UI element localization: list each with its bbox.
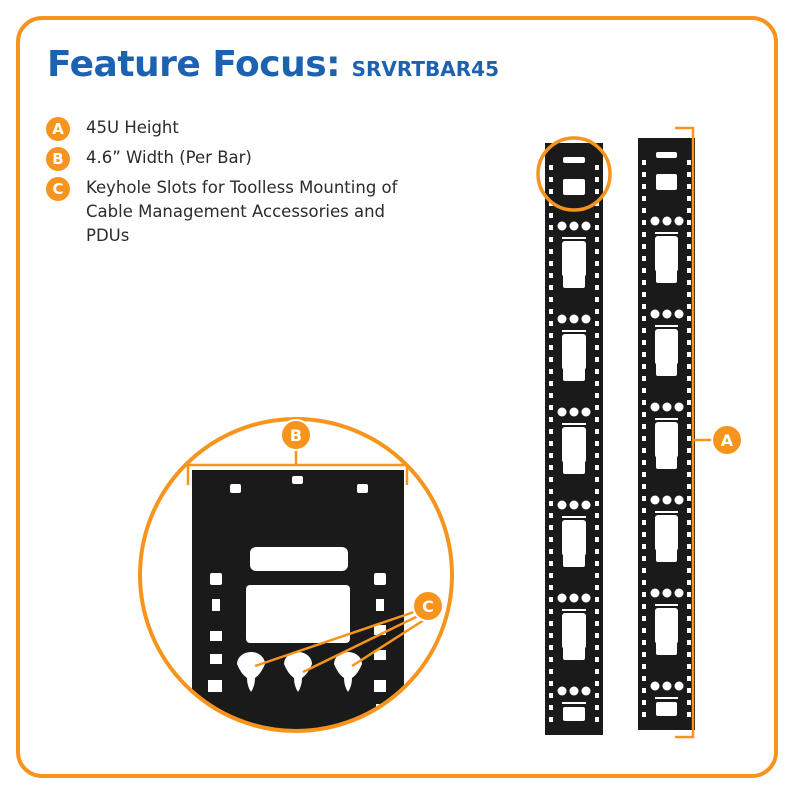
zoom-source-circle [536, 136, 612, 212]
title-main: Feature Focus: [47, 44, 341, 85]
feature-item-keyhole: C Keyhole Slots for Toolless Mounting of… [46, 176, 406, 248]
badge-b: B [46, 147, 70, 171]
page-title: Feature Focus: SRVRTBAR45 [47, 44, 499, 85]
feature-text: 4.6” Width (Per Bar) [86, 148, 252, 167]
zoom-detail [138, 417, 454, 733]
vertical-bar-right [638, 138, 695, 730]
callout-b-icon: B [280, 419, 312, 451]
feature-item-width: B 4.6” Width (Per Bar) [46, 146, 406, 171]
badge-a: A [46, 117, 70, 141]
callout-c-label: C [422, 597, 434, 616]
keyhole-pointer-lines [254, 610, 425, 674]
callout-a-label: A [721, 431, 734, 450]
orange-frame [16, 16, 778, 778]
badge-c: C [46, 177, 70, 201]
callout-c-icon: C [412, 590, 444, 622]
callout-b-label: B [290, 426, 302, 445]
title-model: SRVRTBAR45 [351, 57, 500, 81]
width-bracket [186, 463, 409, 485]
feature-item-height: A 45U Height [46, 116, 406, 141]
feature-text: 45U Height [86, 118, 179, 137]
feature-list: A 45U Height B 4.6” Width (Per Bar) C Ke… [46, 116, 406, 254]
height-bracket [675, 126, 695, 739]
feature-text: Keyhole Slots for Toolless Mounting of C… [86, 178, 398, 245]
callout-a-icon: A [711, 424, 743, 456]
vertical-bar-left [545, 143, 603, 735]
